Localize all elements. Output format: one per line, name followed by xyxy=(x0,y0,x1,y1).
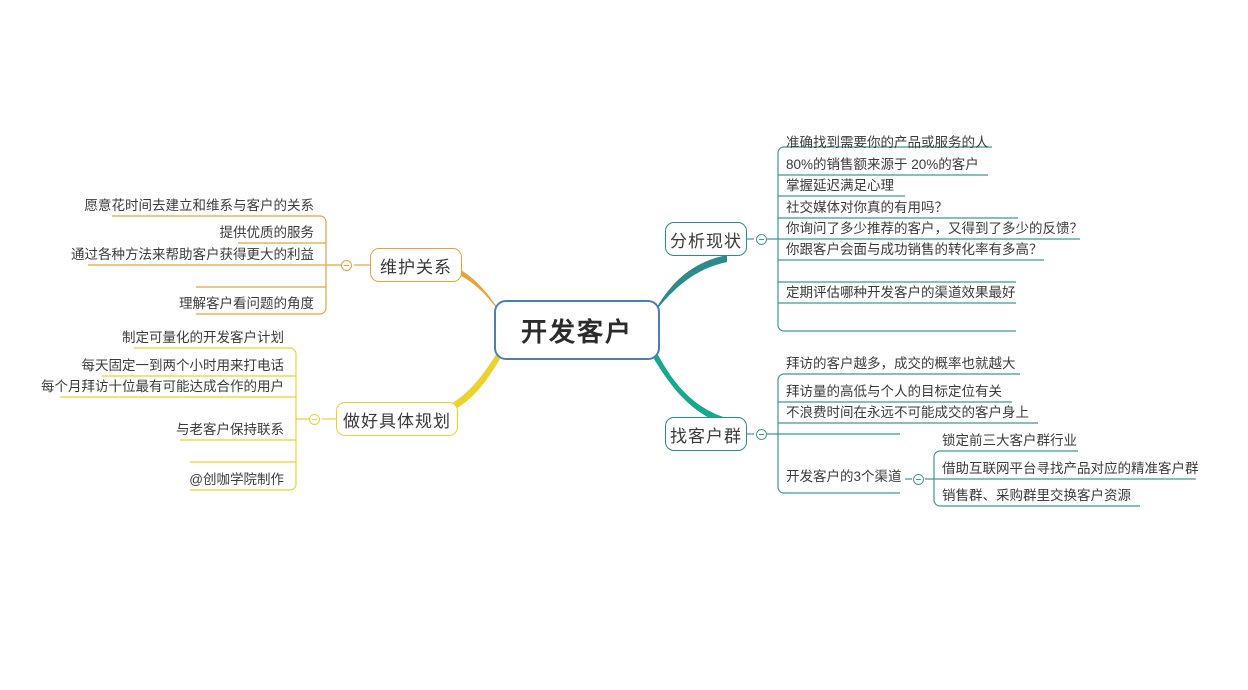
branch-curve-zhao-kehuqun xyxy=(654,353,727,425)
leaf-topic-label: 每个月拜访十位最有可能达成合作的用户 xyxy=(41,378,284,394)
leaf-topic[interactable]: 准确找到需要你的产品或服务的人 xyxy=(780,135,992,153)
leaf-topic-label: 借助互联网平台寻找产品对应的精准客户群 xyxy=(942,460,1199,476)
leaf-topic[interactable]: 愿意花时间去建立和维系与客户的关系 xyxy=(85,198,320,216)
collapse-minus-icon[interactable] xyxy=(913,473,924,485)
leaf-topic-label: 拜访的客户越多，成交的概率也就越大 xyxy=(786,355,1016,371)
bracket-fenxi-xianzhuang xyxy=(767,146,1080,332)
leaf-topic[interactable]: 你跟客户会面与成功销售的转化率有多高？ xyxy=(780,242,1044,260)
leaf-topic[interactable]: 制定可量化的开发客户计划 xyxy=(122,330,290,348)
branch-topic-label: 找客户群 xyxy=(670,426,742,446)
leaf-topic-label: 每天固定一到两个小时用来打电话 xyxy=(81,357,285,373)
leaf-topic[interactable]: 锁定前三大客户群行业 xyxy=(936,433,1078,451)
bracket-weihu-guanxi xyxy=(88,215,341,315)
leaf-topic-label: 销售群、采购群里交换客户资源 xyxy=(942,487,1131,503)
collapse-minus-icon[interactable] xyxy=(756,233,767,245)
leaf-topic[interactable]: 开发客户的3个渠道 xyxy=(780,468,902,487)
branch-topic-fenxi-xianzhuang[interactable]: 分析现状 xyxy=(665,222,747,256)
branch-topic-zhao-kehuqun[interactable]: 找客户群 xyxy=(665,417,747,451)
bracket-kaifa-qudao xyxy=(925,450,1196,507)
branch-curve-fenxi-xianzhuang xyxy=(654,255,727,313)
leaf-topic-label: 制定可量化的开发客户计划 xyxy=(122,329,284,345)
branch-topic-label: 分析现状 xyxy=(670,231,742,251)
leaf-topic[interactable]: @创咖学院制作 xyxy=(186,472,290,490)
central-topic[interactable]: 开发客户 xyxy=(494,300,660,360)
leaf-topic-label: 理解客户看问题的角度 xyxy=(179,295,314,311)
leaf-topic-label: @创咖学院制作 xyxy=(189,471,284,487)
branch-topic-label: 做好具体规划 xyxy=(343,411,451,431)
leaf-topic[interactable]: 理解客户看问题的角度 xyxy=(179,296,320,314)
leaf-topic-label: 你询问了多少推荐的客户，又得到了多少的反馈？ xyxy=(786,220,1083,236)
central-topic-label: 开发客户 xyxy=(520,316,633,347)
collapse-minus-icon[interactable] xyxy=(341,259,352,271)
leaf-topic[interactable]: 每天固定一到两个小时用来打电话 xyxy=(82,358,290,376)
leaf-topic[interactable]: 掌握延迟满足心理 xyxy=(780,178,905,196)
leaf-topic[interactable]: 提供优质的服务 xyxy=(220,225,320,243)
leaf-topic[interactable]: 借助互联网平台寻找产品对应的精准客户群 xyxy=(936,460,1199,479)
leaf-topic-label: 不浪费时间在永远不可能成交的客户身上 xyxy=(786,404,1029,420)
branch-topic-zuohao-guihua[interactable]: 做好具体规划 xyxy=(336,402,458,436)
leaf-topic[interactable]: 拜访量的高低与个人的目标定位有关 xyxy=(780,384,1012,402)
leaf-topic-label: 定期评估哪种开发客户的渠道效果最好 xyxy=(786,284,1016,300)
leaf-topic[interactable]: 销售群、采购群里交换客户资源 xyxy=(936,488,1140,506)
leaf-topic-label: 开发客户的3个渠道 xyxy=(786,468,902,484)
leaf-topic-label: 愿意花时间去建立和维系与客户的关系 xyxy=(84,197,315,213)
leaf-topic[interactable]: 社交媒体对你真的有用吗？ xyxy=(780,200,1018,218)
leaf-topic-label: 掌握延迟满足心理 xyxy=(786,177,894,193)
leaf-topic[interactable]: 定期评估哪种开发客户的渠道效果最好 xyxy=(780,285,1016,303)
leaf-topic[interactable]: 不浪费时间在永远不可能成交的客户身上 xyxy=(780,405,1038,423)
collapse-minus-icon[interactable] xyxy=(309,413,320,425)
leaf-topic[interactable]: 通过各种方法来帮助客户获得更大的利益 xyxy=(71,247,320,265)
leaf-topic-label: 通过各种方法来帮助客户获得更大的利益 xyxy=(71,246,314,262)
leaf-topic-label: 社交媒体对你真的有用吗？ xyxy=(786,199,948,215)
leaf-topic[interactable]: 拜访的客户越多，成交的概率也就越大 xyxy=(780,356,1020,374)
leaf-topic[interactable]: 80%的销售额来源于 20%的客户 xyxy=(780,157,988,175)
branch-topic-weihu-guanxi[interactable]: 维护关系 xyxy=(370,248,462,282)
leaf-topic-label: 锁定前三大客户群行业 xyxy=(942,432,1077,448)
leaf-topic-label: 你跟客户会面与成功销售的转化率有多高？ xyxy=(786,241,1043,257)
leaf-topic-label: 拜访量的高低与个人的目标定位有关 xyxy=(786,383,1002,399)
leaf-topic-label: 准确找到需要你的产品或服务的人 xyxy=(786,134,989,150)
bracket-zuohao-guihua xyxy=(60,347,309,491)
bracket-zhao-kehuqun xyxy=(767,373,1038,494)
leaf-topic[interactable]: 每个月拜访十位最有可能达成合作的用户 xyxy=(41,379,290,397)
leaf-topic-label: 提供优质的服务 xyxy=(219,224,315,240)
leaf-topic[interactable]: 与老客户保持联系 xyxy=(176,422,290,440)
collapse-minus-icon[interactable] xyxy=(756,428,767,440)
leaf-topic[interactable]: 你询问了多少推荐的客户，又得到了多少的反馈？ xyxy=(780,220,1083,239)
branch-topic-label: 维护关系 xyxy=(380,257,452,277)
leaf-topic-label: 与老客户保持联系 xyxy=(176,421,284,437)
leaf-topic-label: 80%的销售额来源于 20%的客户 xyxy=(786,156,979,172)
